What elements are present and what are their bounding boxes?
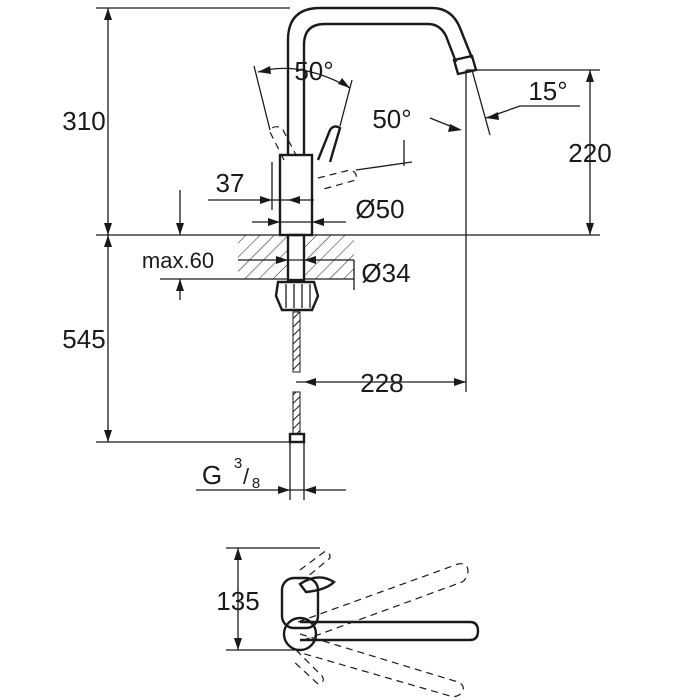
faucet-top-view (280, 551, 480, 698)
shank (286, 233, 306, 282)
dim-thread-slash: / (243, 464, 250, 489)
dim-thread-sub: 8 (252, 475, 260, 492)
top-view-lever (280, 576, 320, 630)
dim-228: 228 (296, 235, 467, 398)
dim-15-deg: 15° (465, 69, 580, 235)
dim-connection-thread: G 3 / 8 (196, 455, 346, 494)
dim-50-deg-front: 50° (355, 104, 462, 171)
faucet-body (278, 153, 314, 237)
lever (316, 125, 342, 163)
dim-37-label: 37 (216, 168, 245, 198)
dim-diameter-50: Ø50 (252, 194, 405, 226)
dim-diameter-50-label: Ø50 (355, 194, 404, 224)
dim-220: 220 (466, 69, 612, 235)
dim-15-label: 15° (528, 76, 567, 106)
supply-hose-lower (292, 391, 301, 435)
dim-228-label: 228 (360, 368, 403, 398)
dim-max-60-label: max.60 (142, 248, 214, 273)
dim-diameter-34: Ø34 (238, 256, 411, 290)
dim-545: 545 (62, 235, 290, 443)
top-view-spout-ghost-up (297, 563, 469, 641)
supply-hose-upper (292, 311, 301, 373)
dim-max-60: max.60 (142, 190, 238, 300)
dim-thread-g: G (202, 460, 222, 490)
faucet-side-view (269, 6, 478, 500)
dim-50-front-label: 50° (372, 104, 411, 134)
dim-thread-sup: 3 (234, 455, 242, 472)
dim-310: 310 (62, 7, 290, 235)
lever-ghost-front (317, 169, 357, 191)
dim-135-label: 135 (216, 586, 259, 616)
lever-ghost-back (269, 126, 297, 161)
top-view-spout (300, 620, 480, 642)
dim-220-label: 220 (568, 138, 611, 168)
dim-diameter-34-label: Ø34 (361, 258, 410, 288)
mounting-nut (274, 280, 320, 312)
dim-37: 37 (208, 162, 314, 210)
dim-50-deg-back: 50° (253, 56, 353, 131)
spout (286, 6, 474, 155)
hose-fitting (288, 432, 306, 444)
dim-310-label: 310 (62, 106, 105, 136)
dim-135: 135 (216, 547, 320, 651)
top-view-spout-ghost-down (297, 633, 464, 698)
dim-50-back-label: 50° (294, 56, 333, 86)
dim-545-label: 545 (62, 324, 105, 354)
countertop-section (96, 234, 600, 280)
